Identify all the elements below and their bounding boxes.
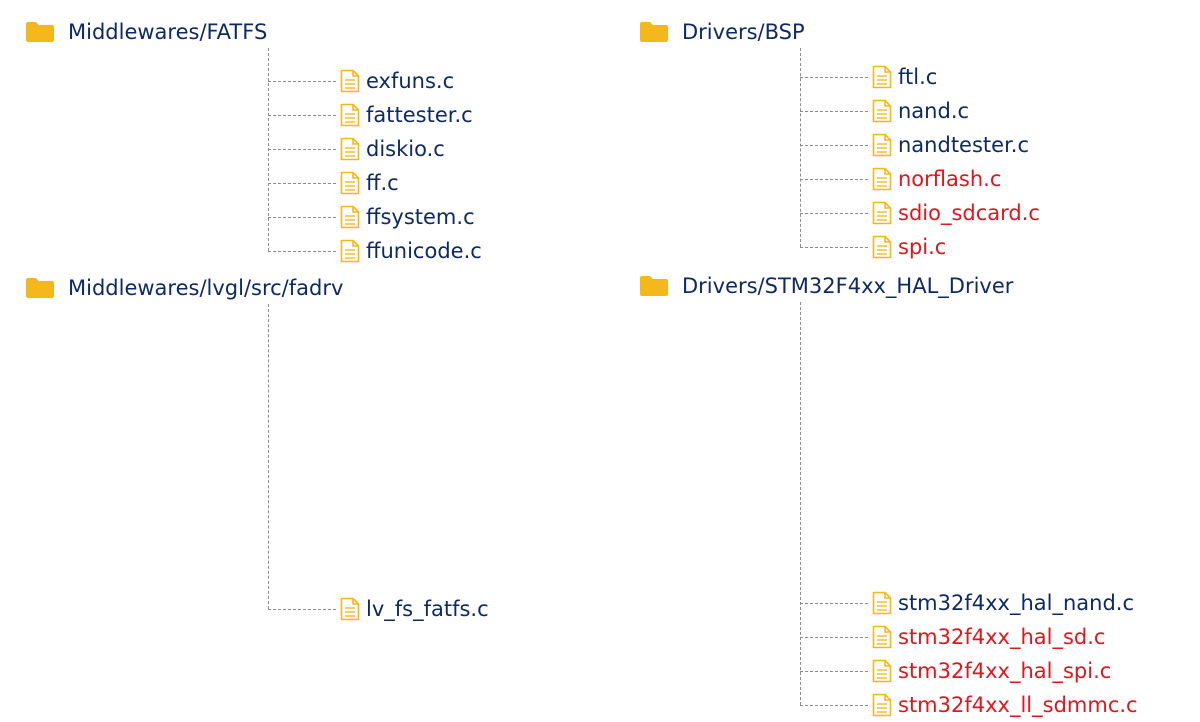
file-item: stm32f4xx_hal_spi.c [800, 654, 1111, 688]
tree-branch-line [800, 602, 868, 604]
file-item: spi.c [800, 230, 946, 264]
folder-label: Drivers/STM32F4xx_HAL_Driver [682, 274, 1014, 298]
file-icon [872, 99, 892, 123]
file-item: nandtester.c [800, 128, 1029, 162]
tree-connector-line [268, 48, 269, 251]
file-icon [872, 133, 892, 157]
file-label: stm32f4xx_ll_sdmmc.c [898, 693, 1138, 717]
file-item: fattester.c [268, 98, 473, 132]
folder-label: Middlewares/FATFS [68, 20, 268, 44]
file-item: exfuns.c [268, 64, 454, 98]
file-label: stm32f4xx_hal_nand.c [898, 591, 1135, 615]
tree-branch-line [800, 76, 868, 78]
folder-icon [26, 278, 54, 298]
file-icon [872, 235, 892, 259]
file-item: ff.c [268, 166, 399, 200]
file-label: ff.c [366, 171, 399, 195]
folder-row: Drivers/STM32F4xx_HAL_Driver [640, 268, 1013, 304]
file-icon [340, 205, 360, 229]
file-label: nandtester.c [898, 133, 1029, 157]
tree-branch-line [800, 636, 868, 638]
file-label: ffsystem.c [366, 205, 475, 229]
file-icon [872, 659, 892, 683]
tree-connector-line [800, 48, 801, 247]
file-icon [340, 69, 360, 93]
file-icon [872, 201, 892, 225]
tree-branch-line [800, 110, 868, 112]
folder-icon [26, 22, 54, 42]
file-icon [340, 171, 360, 195]
tree-branch-line [800, 212, 868, 214]
tree-branch-line [268, 182, 336, 184]
file-item: norflash.c [800, 162, 1001, 196]
file-label: ftl.c [898, 65, 938, 89]
file-label: spi.c [898, 235, 947, 259]
tree-branch-line [268, 250, 336, 252]
file-label: lv_fs_fatfs.c [366, 597, 489, 621]
tree-branch-line [800, 670, 868, 672]
tree-branch-line [800, 144, 868, 146]
tree-branch-line [268, 216, 336, 218]
folder-label: Middlewares/lvgl/src/fadrv [68, 276, 344, 300]
file-item: nand.c [800, 94, 969, 128]
file-item: lv_fs_fatfs.c [268, 592, 489, 626]
tree-branch-line [800, 178, 868, 180]
file-label: norflash.c [898, 167, 1002, 191]
folder-row: Middlewares/lvgl/src/fadrv [26, 270, 343, 306]
file-icon [872, 693, 892, 717]
file-label: fattester.c [366, 103, 473, 127]
file-icon [872, 167, 892, 191]
file-item: sdio_sdcard.c [800, 196, 1040, 230]
folder-row: Middlewares/FATFS [26, 14, 267, 50]
file-label: stm32f4xx_hal_sd.c [898, 625, 1106, 649]
folder-icon [640, 22, 668, 42]
tree-connector-line [268, 304, 269, 609]
tree-branch-line [268, 114, 336, 116]
file-item: diskio.c [268, 132, 445, 166]
file-item: ftl.c [800, 60, 937, 94]
file-label: stm32f4xx_hal_spi.c [898, 659, 1112, 683]
file-item: ffunicode.c [268, 234, 482, 268]
file-label: diskio.c [366, 137, 445, 161]
file-label: nand.c [898, 99, 970, 123]
file-icon [340, 597, 360, 621]
tree-branch-line [800, 704, 868, 706]
folder-label: Drivers/BSP [682, 20, 805, 44]
file-item: stm32f4xx_hal_sd.c [800, 620, 1105, 654]
file-item: ffsystem.c [268, 200, 475, 234]
file-icon [872, 65, 892, 89]
file-icon [872, 591, 892, 615]
file-icon [872, 625, 892, 649]
folder-row: Drivers/BSP [640, 14, 805, 50]
tree-branch-line [268, 148, 336, 150]
file-label: ffunicode.c [366, 239, 482, 263]
file-label: sdio_sdcard.c [898, 201, 1040, 225]
file-icon [340, 103, 360, 127]
file-icon [340, 239, 360, 263]
file-label: exfuns.c [366, 69, 455, 93]
tree-branch-line [268, 80, 336, 82]
file-item: stm32f4xx_ll_sdmmc.c [800, 688, 1138, 722]
file-icon [340, 137, 360, 161]
tree-branch-line [800, 246, 868, 248]
folder-icon [640, 276, 668, 296]
tree-branch-line [268, 608, 336, 610]
file-item: stm32f4xx_hal_nand.c [800, 586, 1134, 620]
